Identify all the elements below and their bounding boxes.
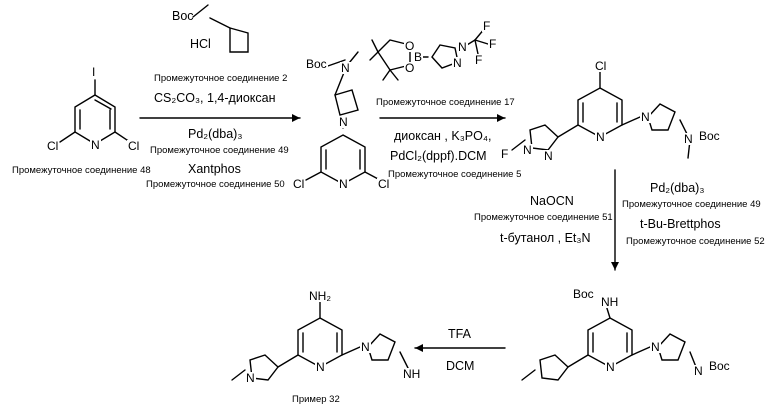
atom-boc-nh: Boc: [572, 288, 595, 300]
structure-product-step2: [512, 72, 690, 158]
atom-n-amine: N: [340, 62, 351, 74]
atom-f3: F: [474, 54, 483, 66]
step1-catalyst: Pd₂(dba)₃: [188, 128, 242, 141]
structure-pinacol-boronate: [370, 28, 488, 80]
step3-conditions: t-бутанол , Et₃N: [500, 232, 591, 245]
label-intermediate-52: Промежуточное соединение 52: [626, 237, 765, 247]
atom-n-pyridine: N: [605, 361, 616, 373]
label-intermediate-51: Промежуточное соединение 51: [474, 213, 613, 223]
step4-reagent: TFA: [448, 328, 471, 341]
step2-catalyst: PdCl₂(dppf).DCM: [390, 150, 487, 163]
atom-boc: Boc: [708, 360, 731, 372]
atom-n-azetidine: N: [650, 341, 661, 353]
step1-ligand: Xantphos: [188, 163, 241, 176]
atom-n-pyridine: N: [595, 131, 606, 143]
atom-n-pyrazole-1: N: [522, 144, 533, 156]
step3-catalyst: Pd₂(dba)₃: [650, 182, 704, 195]
atom-cl: Cl: [594, 60, 607, 72]
atom-iodo: I: [91, 66, 96, 78]
step2-solvent-base: диоксан , K₃PO₄,: [394, 130, 491, 143]
atom-n-ring: N: [338, 178, 349, 190]
atom-nh: NH: [402, 368, 421, 380]
atom-n-azetidine: N: [360, 341, 371, 353]
atom-cf3: F: [500, 148, 509, 160]
atom-cl-left: Cl: [292, 178, 305, 190]
atom-cl-right: Cl: [127, 140, 140, 152]
atom-f2: F: [488, 38, 497, 50]
atom-f1: F: [482, 20, 491, 32]
step1-base-solvent: CS₂CO₃, 1,4-диоксан: [154, 92, 275, 105]
atom-n-boc: N: [683, 133, 694, 145]
label-intermediate-49: Промежуточное соединение 49: [150, 146, 289, 156]
atom-n-pyridine: N: [90, 139, 101, 151]
atom-boc-reagent: Boc: [172, 10, 194, 23]
structure-intermediate-48: [60, 80, 130, 144]
label-intermediate-2: Промежуточное соединение 2: [154, 74, 287, 84]
atom-n1: N: [452, 57, 463, 69]
atom-n-pyridine: N: [315, 361, 326, 373]
step3-ligand: t-Bu-Brettphos: [640, 218, 721, 231]
atom-nh: NH: [600, 296, 619, 308]
label-intermediate-5: Промежуточное соединение 5: [388, 170, 521, 180]
atom-n2: N: [457, 41, 468, 53]
atom-nh2: NH₂: [308, 290, 332, 302]
atom-n-azetidine: N: [640, 111, 651, 123]
atom-boc: Boc: [698, 130, 721, 142]
step3-reagent: NaOCN: [530, 195, 574, 208]
atom-n-boc: N: [693, 365, 704, 377]
atom-n-azetidine: N: [338, 116, 349, 128]
atom-o-top: O: [404, 40, 415, 52]
atom-n-pyrazole: N: [245, 372, 256, 384]
atom-n-pyrazole-2: N: [543, 150, 554, 162]
amine-salt: HCl: [190, 38, 211, 51]
step4-solvent: DCM: [446, 360, 474, 373]
atom-cl-left: Cl: [46, 140, 59, 152]
label-intermediate-48: Промежуточное соединение 48: [12, 166, 151, 176]
label-example-32: Пример 32: [292, 395, 340, 405]
label-intermediate-49b: Промежуточное соединение 49: [622, 200, 761, 210]
label-intermediate-17: Промежуточное соединение 17: [376, 98, 515, 108]
atom-o-bottom: O: [404, 62, 415, 74]
label-intermediate-50: Промежуточное соединение 50: [146, 180, 285, 190]
atom-boc: Boc: [305, 58, 328, 70]
